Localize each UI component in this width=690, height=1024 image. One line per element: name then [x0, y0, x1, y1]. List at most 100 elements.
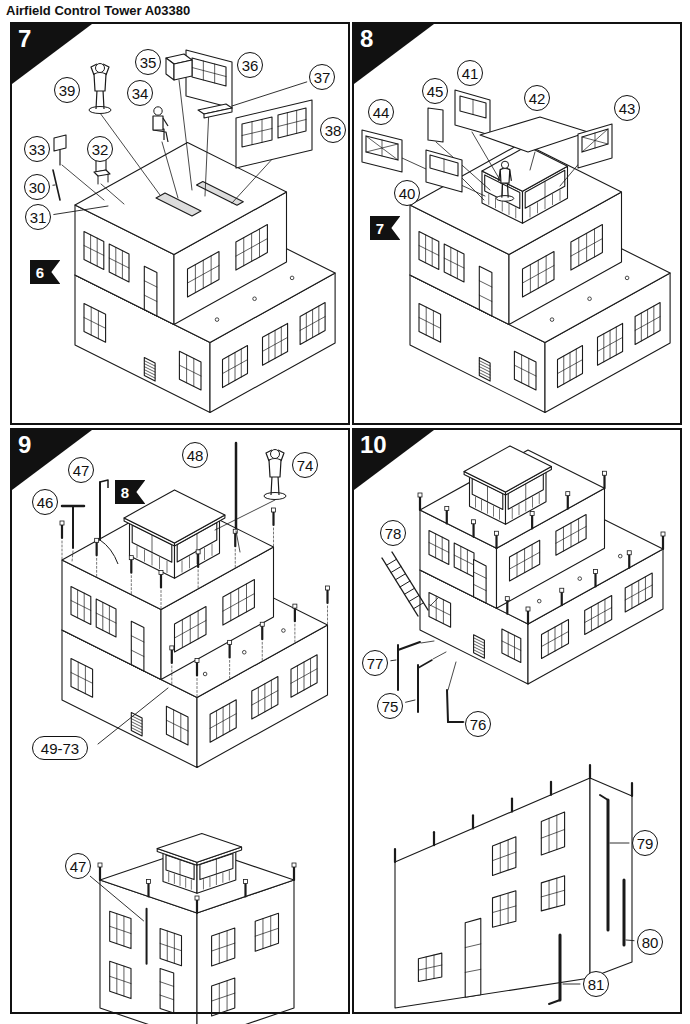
leader-line — [98, 688, 168, 744]
assembly-line — [421, 641, 434, 643]
cab-roof-part — [480, 117, 588, 152]
window — [160, 929, 181, 966]
wall-panel — [186, 50, 232, 108]
window — [255, 913, 278, 951]
window-frame — [479, 370, 490, 375]
railing-post — [472, 524, 474, 537]
rail-part — [447, 690, 448, 722]
ladder-rung — [387, 559, 397, 565]
window — [84, 304, 106, 343]
window-frame — [71, 673, 93, 684]
window-frame — [131, 728, 142, 733]
window — [166, 706, 188, 745]
window-frame — [291, 669, 317, 684]
downpipe-part — [549, 1000, 560, 1004]
peg-hole — [242, 650, 246, 654]
wall-panel — [455, 90, 490, 135]
window-frame — [175, 621, 207, 639]
railing-post — [244, 884, 246, 897]
cab-planking — [182, 561, 183, 572]
window-frame — [160, 943, 181, 950]
ladder-rung — [396, 574, 406, 580]
window-frame — [444, 159, 445, 172]
window-frame — [419, 318, 441, 329]
railing-post — [567, 496, 569, 509]
window — [625, 573, 652, 612]
callout-number: 32 — [92, 142, 109, 157]
cab-planking — [560, 190, 561, 200]
callout-number: 45 — [427, 84, 444, 99]
window-frame — [479, 373, 490, 378]
cab-planking — [552, 194, 553, 204]
flag-shape — [370, 216, 400, 240]
seated-figure — [153, 116, 163, 130]
callout-number: 33 — [29, 142, 46, 157]
window — [175, 607, 207, 653]
figure — [96, 90, 104, 109]
window — [110, 911, 131, 948]
window-frame — [419, 246, 439, 256]
callout-number: 47 — [73, 463, 90, 478]
callout-number: 78 — [385, 526, 402, 541]
leader-line — [626, 940, 634, 942]
guide-line — [229, 660, 230, 678]
cab-planking — [203, 880, 204, 889]
callout-number: 80 — [642, 935, 659, 950]
window-frame — [493, 906, 516, 913]
railing-post — [394, 849, 396, 862]
window — [419, 304, 441, 343]
rail-part — [417, 665, 419, 712]
figure-head — [271, 450, 280, 459]
window-frame — [144, 373, 155, 378]
step-flag: 7 — [370, 216, 400, 240]
flag-shape — [370, 216, 400, 240]
cable-part — [100, 540, 118, 564]
window-frame — [493, 852, 516, 861]
window-frame — [144, 281, 157, 287]
assembly-line — [162, 142, 178, 198]
window-frame — [180, 860, 181, 875]
figure — [502, 182, 508, 197]
callout-number: 46 — [37, 495, 54, 510]
assembly-line — [205, 108, 209, 196]
callout-number: 47 — [70, 859, 87, 874]
downpipe-part — [607, 800, 610, 930]
post-cap — [292, 863, 296, 867]
window — [131, 621, 144, 671]
railing-post — [294, 608, 296, 621]
railing-post — [628, 555, 630, 568]
rail-part — [397, 645, 399, 690]
assembly-line — [101, 184, 124, 204]
window-frame — [474, 644, 485, 649]
window-frame — [598, 337, 623, 351]
window — [429, 593, 451, 628]
window-frame — [188, 266, 220, 284]
cab-planking — [530, 207, 531, 217]
window — [502, 629, 521, 662]
post-cap — [196, 550, 200, 554]
wall-panel — [426, 150, 462, 192]
window — [278, 108, 306, 138]
window-frame — [131, 719, 142, 724]
post-cap — [418, 493, 422, 497]
window-frame — [192, 68, 226, 77]
callout-circle: 30 — [24, 174, 51, 201]
cab-planking — [539, 493, 540, 503]
post-cap — [445, 506, 449, 510]
brace — [366, 144, 398, 152]
cab-planking — [159, 557, 160, 568]
figure — [266, 450, 284, 461]
cab-planking — [537, 203, 538, 213]
post-cap — [95, 538, 99, 542]
window — [84, 232, 104, 270]
step-triangle — [12, 24, 92, 84]
window — [223, 580, 255, 626]
callout-number: 40 — [399, 186, 416, 201]
railing-post — [293, 867, 295, 880]
downpipe-part — [559, 935, 562, 1000]
window — [541, 812, 564, 855]
railing-post — [234, 533, 236, 546]
guide-line — [131, 576, 132, 594]
window — [300, 303, 325, 345]
callout-number: 81 — [588, 977, 605, 992]
